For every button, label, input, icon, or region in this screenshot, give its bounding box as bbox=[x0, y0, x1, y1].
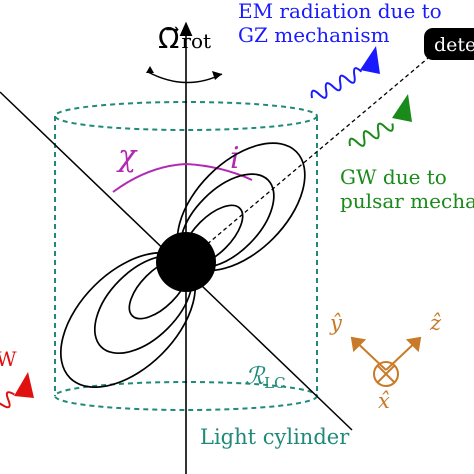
inclination-label: i bbox=[230, 141, 240, 176]
x-hat-label: x̂ bbox=[378, 389, 390, 413]
y-hat-label: ŷ bbox=[329, 311, 343, 335]
gw-pulsar-line1: GW due to bbox=[340, 165, 447, 189]
red-wave bbox=[0, 372, 34, 411]
em-radiation-line1: EM radiation due to bbox=[238, 0, 442, 23]
line-of-sight bbox=[185, 47, 441, 263]
em-wave bbox=[310, 46, 380, 99]
chi-label: χ bbox=[116, 139, 138, 174]
z-hat-label: ẑ bbox=[429, 311, 442, 335]
inclination-angle-arc bbox=[185, 163, 253, 181]
gw-pulsar-line2: pulsar mechan bbox=[340, 189, 474, 213]
chi-angle-arc bbox=[112, 163, 187, 193]
r-lc-label: ℛLC bbox=[245, 362, 286, 392]
omega-rot-label: Ω⃗rot bbox=[158, 22, 211, 55]
detector-label: dete bbox=[434, 34, 474, 56]
em-radiation-line2: GZ mechanism bbox=[238, 23, 390, 47]
gw-wave bbox=[348, 94, 412, 147]
light-cylinder-label: Light cylinder bbox=[200, 425, 350, 449]
detector-box bbox=[424, 28, 474, 60]
coordinate-frame bbox=[350, 336, 422, 387]
rotation-arrow bbox=[147, 71, 223, 84]
pulsar bbox=[156, 232, 216, 292]
left-partial-label: W bbox=[0, 347, 17, 371]
